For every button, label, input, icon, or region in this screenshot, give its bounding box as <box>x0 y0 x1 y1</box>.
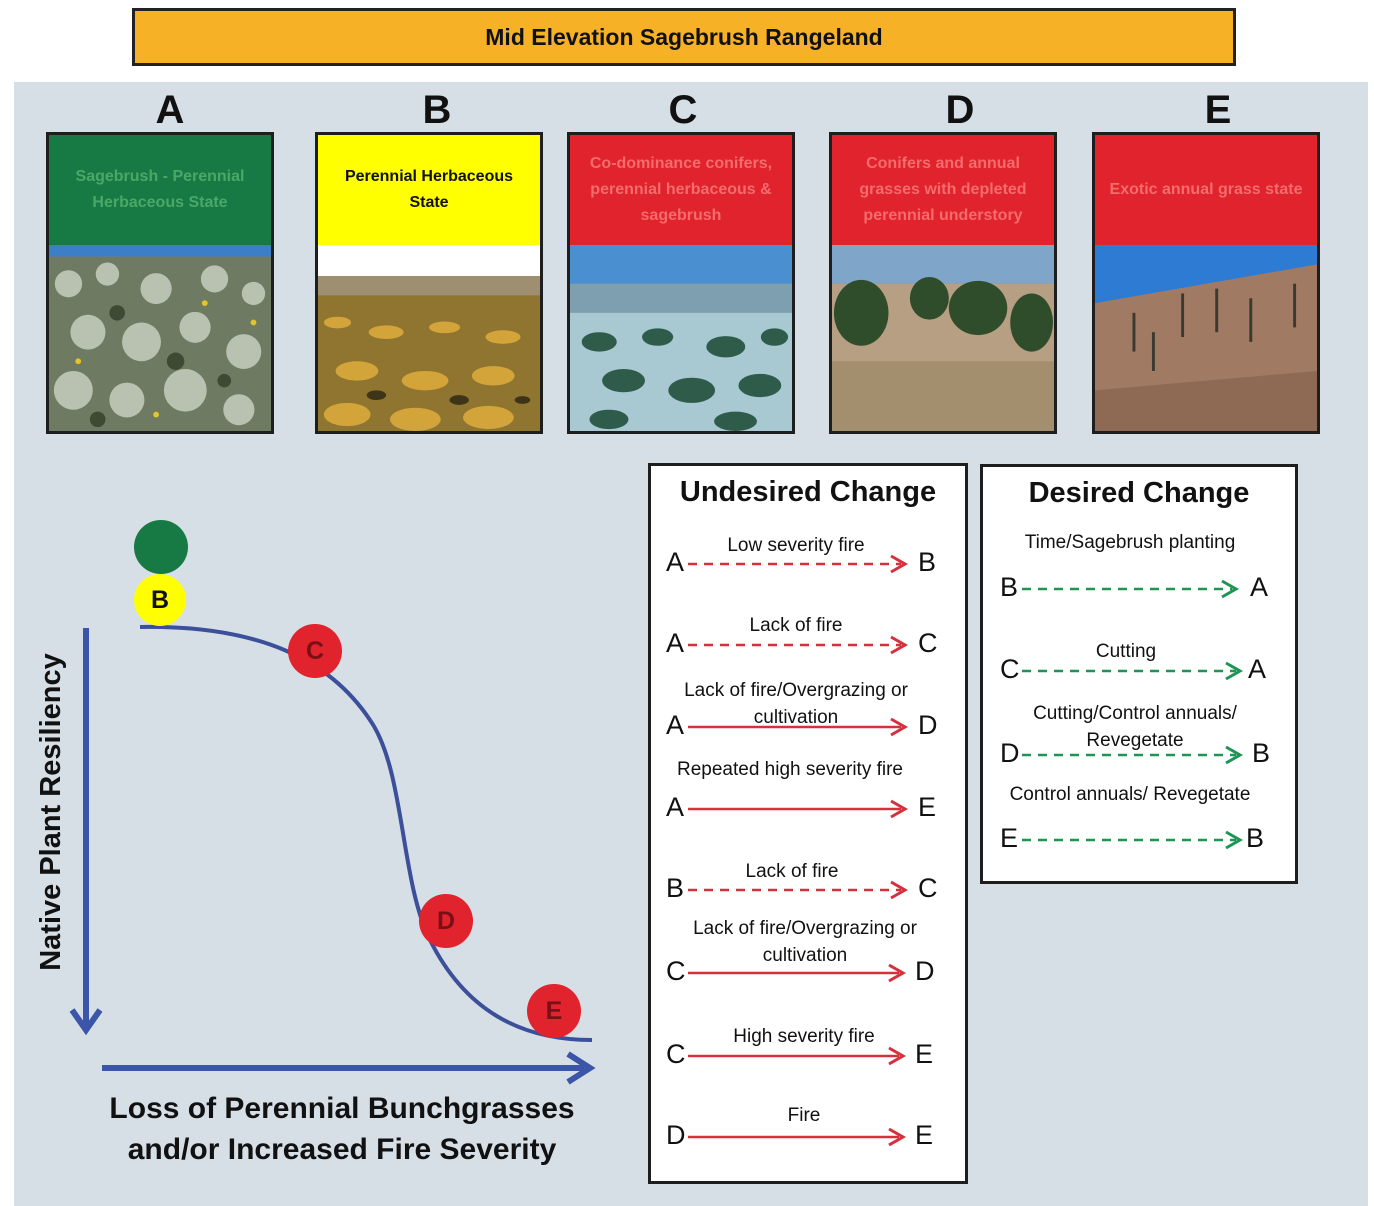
desired-transition-from: B <box>1000 572 1019 602</box>
x-axis-arrowhead <box>566 1051 596 1085</box>
undesired-transition-to: C <box>918 628 938 658</box>
desired-transition-to: B <box>1246 823 1265 853</box>
undesired-transition-from: A <box>666 628 685 658</box>
desired-transition-label: Time/Sagebrush planting <box>1024 532 1236 553</box>
desired-transition-from: D <box>1000 738 1020 768</box>
undesired-transition-label: Repeated high severity fire <box>676 759 903 780</box>
state-letter-c: C <box>668 88 698 132</box>
desired-change-title: Desired Change <box>1028 477 1250 509</box>
juniper-valley-photo <box>570 245 792 431</box>
desired-transition-label: Control annuals/ Revegetate <box>1009 784 1251 805</box>
undesired-transition-label: Lack of fire/Overgrazing or cultivation <box>684 680 908 728</box>
desired-transition-to: A <box>1248 654 1267 684</box>
state-letter-b: B <box>422 88 452 132</box>
state-dot-e: E <box>527 984 581 1038</box>
undesired-transition-to: E <box>918 792 937 822</box>
resiliency-curve <box>139 624 593 1042</box>
state-dot-c: C <box>288 624 342 678</box>
undesired-transition-from: C <box>666 1039 686 1069</box>
undesired-transition-to: B <box>918 547 937 577</box>
undesired-transition-from: C <box>666 956 686 986</box>
diagram-title: Mid Elevation Sagebrush Rangeland <box>132 8 1236 66</box>
state-label-c: Co-dominance conifers, perennial herbace… <box>570 135 792 245</box>
desired-transition-label: Cutting <box>1095 641 1157 662</box>
undesired-transition-to: C <box>918 873 938 903</box>
state-label-b: Perennial Herbaceous State <box>318 135 540 245</box>
state-label-a: Sagebrush - Perennial Herbaceous State <box>49 135 271 245</box>
state-dot-b: B <box>134 574 186 626</box>
state-letter-d: D <box>945 88 975 132</box>
undesired-change-title: Undesired Change <box>679 476 937 508</box>
state-card-a: Sagebrush - Perennial Herbaceous State <box>46 132 274 434</box>
x-axis-label: Loss of Perennial Bunchgrasses and/or In… <box>109 1092 575 1166</box>
undesired-transition-to: D <box>918 710 938 740</box>
desired-transition-to: A <box>1250 572 1269 602</box>
state-card-b: Perennial Herbaceous State <box>315 132 543 434</box>
undesired-transition-from: D <box>666 1120 686 1150</box>
undesired-transition-label: Lack of fire <box>745 861 839 882</box>
undesired-transition-to: E <box>915 1039 934 1069</box>
undesired-transition-from: A <box>666 792 685 822</box>
y-axis-label: Native Plant Resiliency <box>35 653 67 971</box>
undesired-transition-to: E <box>915 1120 934 1150</box>
state-card-e: Exotic annual grass state <box>1092 132 1320 434</box>
undesired-transition-label: Lack of fire/Overgrazing or cultivation <box>693 918 917 966</box>
undesired-transition-label: Lack of fire <box>749 615 843 636</box>
y-axis-arrowhead <box>69 1008 103 1036</box>
desired-change-legend: Desired Change <box>980 464 1298 884</box>
state-dot-a <box>134 520 188 574</box>
state-letter-a: A <box>155 88 185 132</box>
grassland-photo <box>318 245 540 431</box>
undesired-transition-from: B <box>666 873 685 903</box>
state-dot-d: D <box>419 894 473 948</box>
state-card-d: Conifers and annual grasses with deplete… <box>829 132 1057 434</box>
undesired-transition-from: A <box>666 710 685 740</box>
undesired-transition-from: A <box>666 547 685 577</box>
undesired-transition-to: D <box>915 956 935 986</box>
undesired-transition-label: Fire <box>787 1105 821 1126</box>
burned-slope-photo <box>1095 245 1317 431</box>
state-letter-e: E <box>1204 88 1232 132</box>
state-card-c: Co-dominance conifers, perennial herbace… <box>567 132 795 434</box>
desired-transition-label: Cutting/Control annuals/ Revegetate <box>1033 703 1237 751</box>
state-label-d: Conifers and annual grasses with deplete… <box>832 135 1054 245</box>
undesired-change-legend: Undesired Change <box>648 463 968 1184</box>
sagebrush-photo <box>49 245 271 431</box>
state-label-e: Exotic annual grass state <box>1095 135 1317 245</box>
conifer-woodland-photo <box>832 245 1054 431</box>
desired-transition-from: E <box>1000 823 1019 853</box>
undesired-transition-label: High severity fire <box>733 1026 875 1047</box>
undesired-transition-label: Low severity fire <box>727 535 865 556</box>
desired-transition-to: B <box>1252 738 1271 768</box>
desired-transition-from: C <box>1000 654 1020 684</box>
